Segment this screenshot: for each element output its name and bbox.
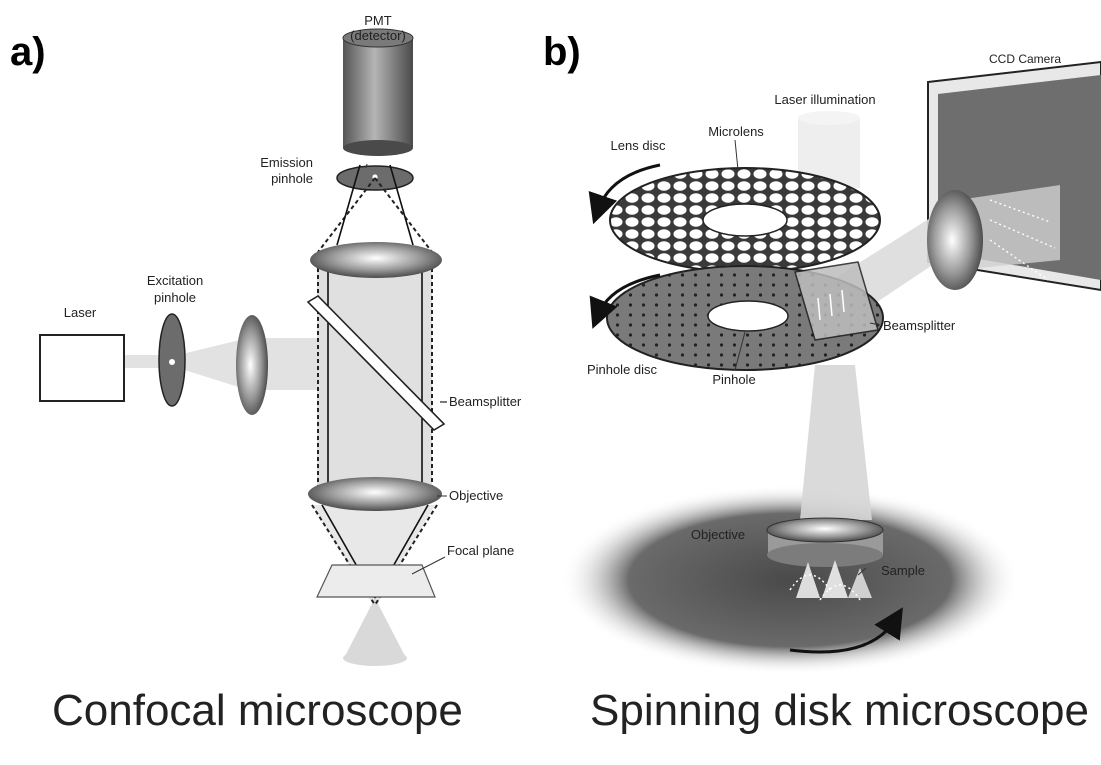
panel-b-spinning-disk: CCD Camera Laser illumination Lens disc … <box>560 52 1101 675</box>
beamsplitter-a <box>306 294 446 432</box>
side-lens <box>236 315 268 415</box>
tube-lens <box>310 242 442 278</box>
label-ccd-camera: CCD Camera <box>989 52 1061 66</box>
label-emission-1: Emission <box>260 155 313 170</box>
pmt-detector <box>343 38 413 148</box>
label-pmt-1: PMT <box>364 13 392 28</box>
label-laser-illumination: Laser illumination <box>774 92 875 107</box>
camera-lens <box>927 190 983 290</box>
lens-disc <box>609 167 881 273</box>
sample-cone <box>344 598 406 658</box>
label-beamsplitter-b: Beamsplitter <box>883 318 956 333</box>
label-excitation-1: Excitation <box>147 273 203 288</box>
label-pmt-2: (detector) <box>350 28 406 43</box>
vertical-beam <box>317 255 432 495</box>
excitation-beam <box>123 338 330 390</box>
label-sample: Sample <box>881 563 925 578</box>
label-focal-plane: Focal plane <box>447 543 514 558</box>
panel-b-caption-clip: Spinning disk microscope <box>590 686 1101 760</box>
sample-spikes <box>796 560 872 598</box>
beamsplitter-b <box>794 261 879 341</box>
laser-box <box>39 334 125 402</box>
label-excitation-2: pinhole <box>154 290 196 305</box>
panel-a-label: a) <box>10 30 46 74</box>
label-emission-2: pinhole <box>271 171 313 186</box>
label-laser: Laser <box>64 305 97 320</box>
panel-b-caption: Spinning disk microscope <box>590 686 1089 735</box>
panel-a-caption: Confocal microscope <box>52 686 463 735</box>
label-objective-b: Objective <box>691 527 745 542</box>
objective-b <box>766 517 884 567</box>
label-microlens: Microlens <box>708 124 764 139</box>
panel-a-confocal: PMT (detector) Emission pinhole Excitati… <box>39 13 522 666</box>
label-pinhole: Pinhole <box>712 372 755 387</box>
objective-beams <box>800 365 872 520</box>
label-lens-disc: Lens disc <box>611 138 666 153</box>
sample-rotation-arrow <box>789 607 903 654</box>
pinhole-disc-rotation-arrow <box>589 273 661 329</box>
label-objective-a: Objective <box>449 488 503 503</box>
panel-b-label: b) <box>543 30 581 74</box>
sample-shadow <box>560 485 1020 675</box>
objective-lens <box>308 477 442 511</box>
focus-cone <box>312 505 435 608</box>
label-pinhole-disc: Pinhole disc <box>587 362 658 377</box>
label-beamsplitter-a: Beamsplitter <box>449 394 522 409</box>
lens-disc-rotation-arrow <box>588 163 661 225</box>
focal-plane <box>316 564 436 598</box>
